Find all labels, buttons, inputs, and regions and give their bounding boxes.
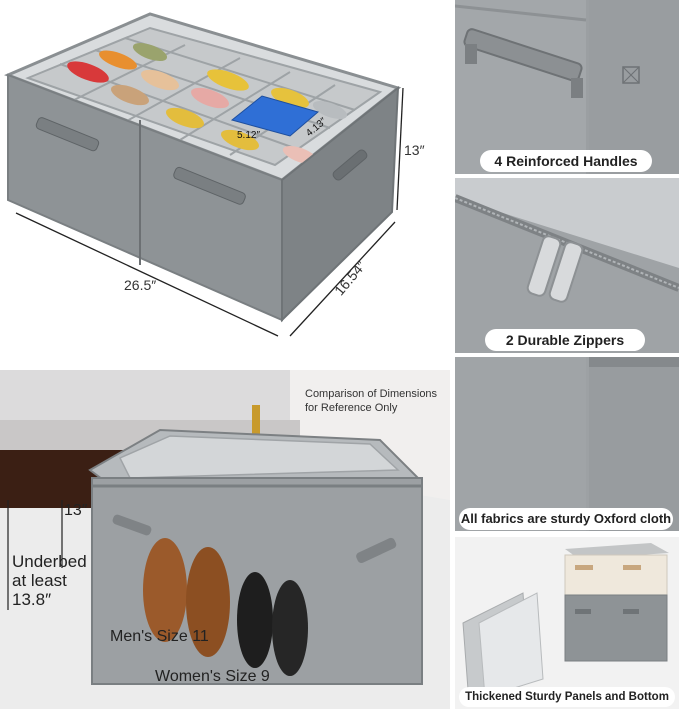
zipper-image	[455, 178, 679, 303]
panels-illustration	[462, 543, 669, 704]
zippers-panel: 2 Durable Zippers	[455, 178, 679, 353]
compartment-width-label: 5.12″	[237, 130, 261, 141]
mens-size-label: Men's Size 11	[110, 628, 209, 645]
dimension-height-label: 13″	[404, 142, 425, 158]
underbed-label-line3: 13.8″	[12, 590, 52, 609]
dimension-length-label: 26.5″	[124, 277, 157, 293]
sturdy-panels-panel: Thickened Sturdy Panels and Bottom	[455, 537, 679, 709]
comparison-note-line2: for Reference Only	[305, 402, 398, 414]
highlighted-compartment	[230, 95, 320, 137]
womens-size-label: Women's Size 9	[155, 668, 270, 685]
fabric-caption: All fabrics are sturdy Oxford cloth	[459, 508, 673, 530]
storage-box-illustration	[4, 12, 404, 337]
comparison-note-line1: Comparison of Dimensions	[305, 388, 438, 400]
panels-caption: Thickened Sturdy Panels and Bottom	[459, 687, 675, 707]
main-product-panel: 13″ 26.5″ 16.54″ 5.12″ 4.13″	[0, 0, 450, 365]
fabric-panel: All fabrics are sturdy Oxford cloth	[455, 357, 679, 531]
handles-panel: 4 Reinforced Handles	[455, 0, 679, 174]
handle-strap-image	[455, 4, 640, 98]
underbed-label-line1: Underbed	[12, 552, 87, 571]
box-height-label: 13″	[64, 502, 88, 519]
underbed-label-line2: at least	[12, 571, 67, 590]
underbed-scene-image	[0, 370, 450, 709]
underbed-scene-panel: Comparison of Dimensions for Reference O…	[0, 370, 450, 709]
handles-caption: 4 Reinforced Handles	[480, 150, 652, 172]
zippers-caption: 2 Durable Zippers	[485, 329, 645, 351]
